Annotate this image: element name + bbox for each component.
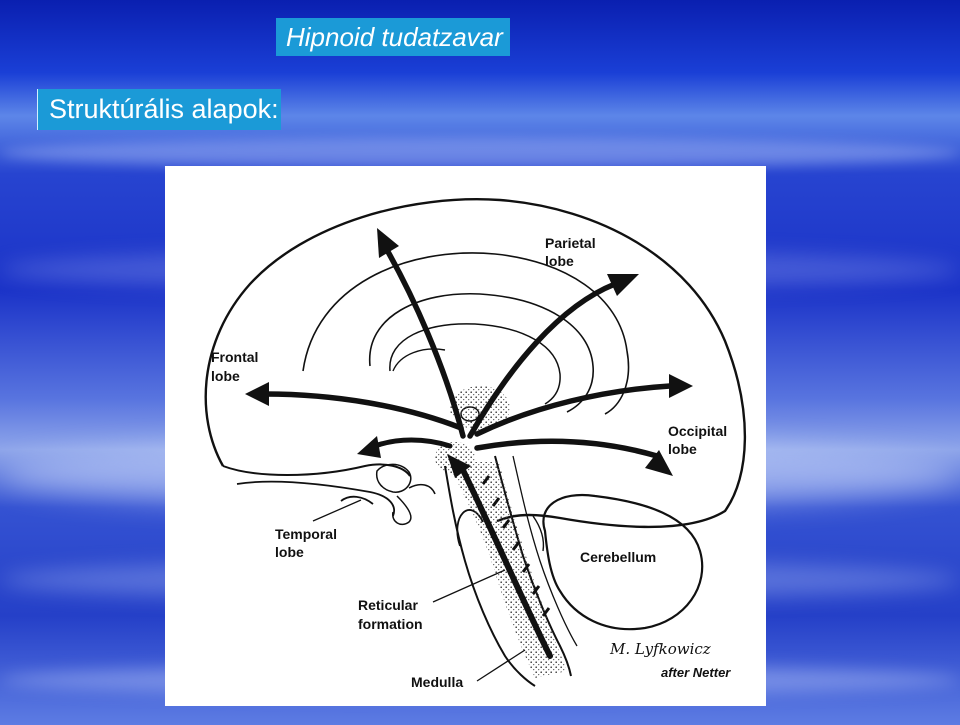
brain-outline: [204, 198, 747, 529]
arrow-to-frontal: [262, 391, 464, 431]
arrow-to-occipital-head: [669, 374, 693, 398]
cingulate-gyrus: [302, 252, 630, 415]
corpus-callosum-outer: [369, 292, 594, 413]
arrow-to-vertex-head: [377, 228, 399, 258]
label-frontal-1: Frontal: [211, 349, 258, 365]
arrow-to-occipital: [474, 383, 673, 437]
frontal-lower-edge: [222, 463, 411, 477]
label-occipital-2: lobe: [668, 441, 697, 457]
label-temporal-2: lobe: [275, 544, 304, 560]
artist-signature: M. Lyfkowicz: [609, 640, 711, 658]
arrow-to-frontal-head: [245, 382, 269, 406]
arrow-to-parietal: [467, 281, 618, 439]
fornix: [392, 348, 446, 372]
label-frontal-2: lobe: [211, 368, 240, 384]
hypothalamus: [375, 463, 412, 493]
credit-after-netter: after Netter: [661, 665, 731, 680]
label-medulla: Medulla: [411, 674, 463, 690]
leader-reticular: [432, 569, 506, 603]
label-reticular-1: Reticular: [358, 597, 418, 613]
label-occipital-1: Occipital: [668, 423, 727, 439]
leader-medulla: [476, 649, 526, 682]
arrow-to-occipital-lower: [474, 438, 660, 459]
pituitary: [392, 495, 412, 526]
brainstem-anterior: [444, 465, 536, 687]
label-parietal-2: lobe: [545, 253, 574, 269]
corpus-callosum-inner: [389, 323, 561, 405]
leader-temporal: [312, 499, 362, 522]
brain-diagram-svg: Parietal lobe Frontal lobe Occipital lob…: [204, 198, 747, 690]
cerebellum-outline: [542, 493, 704, 631]
ascending-ticks: [481, 475, 551, 617]
fourth-ventricle: [532, 515, 545, 552]
slide-title: Hipnoid tudatzavar: [276, 18, 510, 56]
aqueduct: [512, 455, 578, 647]
label-reticular-2: formation: [358, 616, 423, 632]
label-cerebellum: Cerebellum: [580, 549, 656, 565]
brain-diagram: Parietal lobe Frontal lobe Occipital lob…: [165, 166, 766, 706]
label-temporal-1: Temporal: [275, 526, 337, 542]
slide-subtitle: Struktúrális alapok:: [37, 89, 281, 130]
optic-chiasm: [408, 483, 436, 495]
arrow-to-temporal-head: [357, 436, 381, 458]
temporal-pole: [236, 480, 395, 517]
label-parietal-1: Parietal: [545, 235, 596, 251]
arrow-to-occipital-lower-head: [645, 450, 673, 476]
temporal-lobe-outline: [340, 495, 374, 505]
ascending-arrow: [458, 463, 553, 659]
arrow-to-parietal-head: [607, 274, 639, 296]
ascending-arrow-head: [447, 454, 471, 478]
cloud-streak: [0, 138, 960, 168]
arrow-to-vertex: [384, 247, 466, 439]
arrow-to-temporal: [372, 437, 453, 449]
